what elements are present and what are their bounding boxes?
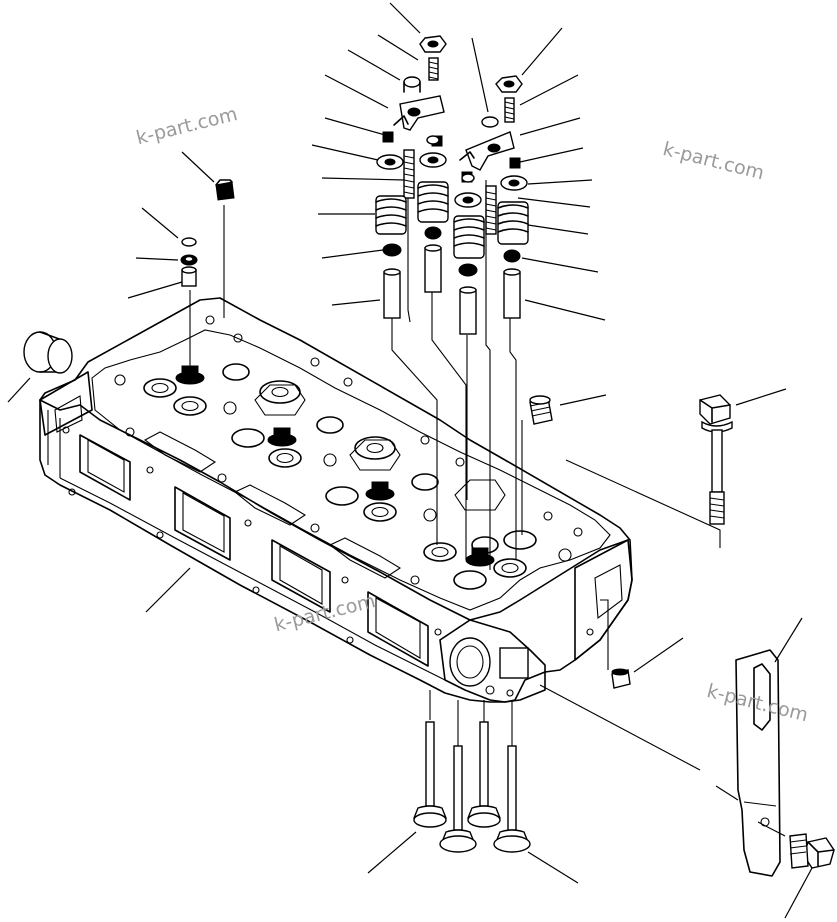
intake-ports (79, 434, 429, 667)
head-bolt (699, 394, 733, 525)
valve-4 (493, 745, 531, 853)
valve-spring-right-a (453, 215, 485, 259)
installed-valve-parts (175, 365, 495, 567)
bracket-bolt (789, 833, 835, 869)
rear-end-face (574, 539, 633, 661)
side-bolt-holes (62, 426, 442, 644)
valves (413, 721, 531, 853)
valve-3 (467, 721, 501, 828)
lifting-bracket (735, 649, 781, 877)
nozzle-sleeve (529, 395, 553, 425)
callout-leaders (7, 2, 813, 919)
valve-train-right-stack (453, 75, 529, 335)
cylinder-head (39, 297, 633, 703)
valve-spring-right-b (497, 201, 529, 245)
valve-2 (439, 745, 477, 853)
drain-plug (611, 668, 631, 689)
expansion-plug (23, 331, 73, 374)
water-outlet-housing (439, 619, 546, 703)
front-end-face (39, 371, 93, 436)
valve-spring-left-a (375, 195, 407, 235)
injector-seal-parts (180, 179, 235, 287)
valve-spring-left-b (417, 181, 449, 223)
gasket-cutouts (114, 315, 583, 585)
valve-train-left-stack (375, 35, 449, 319)
valve-1 (413, 721, 447, 828)
